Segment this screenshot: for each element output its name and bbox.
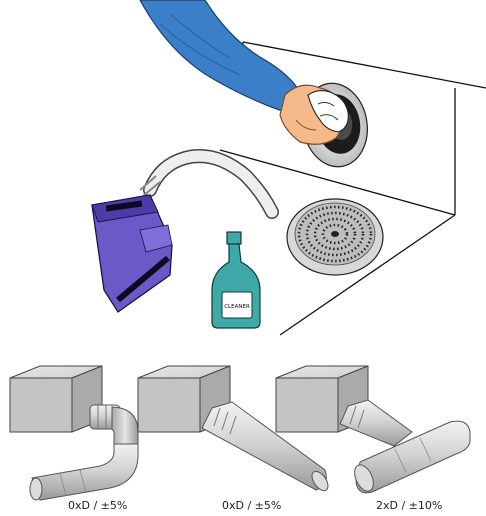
bottle-label: CLEANER: [224, 304, 250, 310]
caption-right: 2xD / ±10%: [376, 499, 443, 512]
duct-diagram-middle: [137, 365, 329, 492]
vacuum-hose: [139, 149, 279, 219]
cleaner-bottle: CLEANER: [211, 231, 261, 329]
caption-middle: 0xD / ±5%: [222, 499, 282, 512]
wall-lines: [219, 41, 486, 336]
hand-with-cloth: [279, 84, 349, 145]
caption-left: 0xD / ±5%: [68, 499, 128, 512]
round-grille: [286, 198, 384, 276]
duct-diagram-left: [9, 365, 139, 501]
vacuum-head: [91, 194, 173, 313]
arm-sleeve: [139, 0, 301, 113]
duct-diagram-right: [275, 365, 471, 494]
